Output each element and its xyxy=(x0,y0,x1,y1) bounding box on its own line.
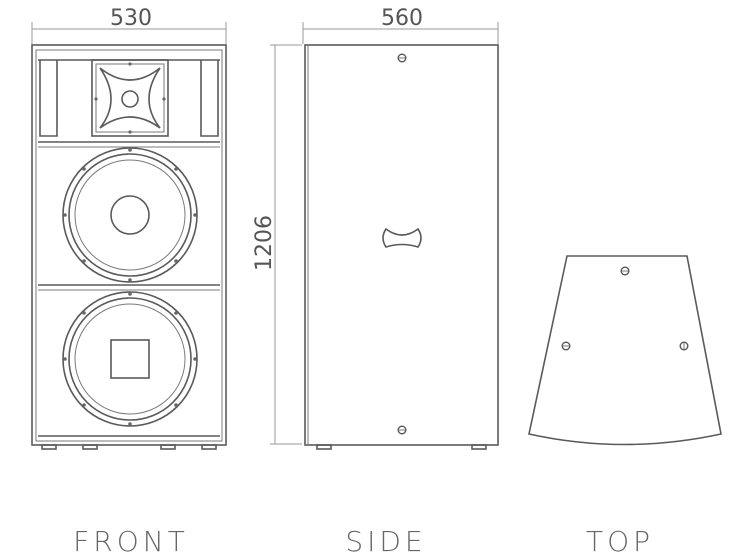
left-port xyxy=(39,60,58,137)
side-view: 560 1206 xyxy=(252,6,499,450)
front-width-label: 530 xyxy=(110,6,152,31)
side-view-label: SIDE xyxy=(345,525,426,558)
front-cabinet-outline xyxy=(31,44,227,446)
height-label: 1206 xyxy=(252,215,277,271)
front-feet xyxy=(41,444,217,450)
front-width-dimension: 530 xyxy=(31,6,227,44)
upper-woofer xyxy=(62,147,198,283)
side-cabinet-outline xyxy=(304,44,499,446)
front-baffle-edge xyxy=(35,49,223,442)
right-port xyxy=(200,60,219,137)
side-depth-dimension: 560 xyxy=(302,6,499,44)
top-cabinet-outline xyxy=(528,255,722,446)
side-handle xyxy=(382,227,422,248)
side-feet xyxy=(316,444,487,450)
height-dimension: 1206 xyxy=(252,44,302,445)
side-depth-label: 560 xyxy=(381,6,423,31)
front-view-label: FRONT xyxy=(73,525,189,558)
horn-tweeter xyxy=(91,59,169,137)
top-view xyxy=(528,255,722,446)
lower-woofer xyxy=(62,291,198,427)
front-view: 530 xyxy=(31,6,227,450)
top-view-label: TOP xyxy=(586,525,654,558)
